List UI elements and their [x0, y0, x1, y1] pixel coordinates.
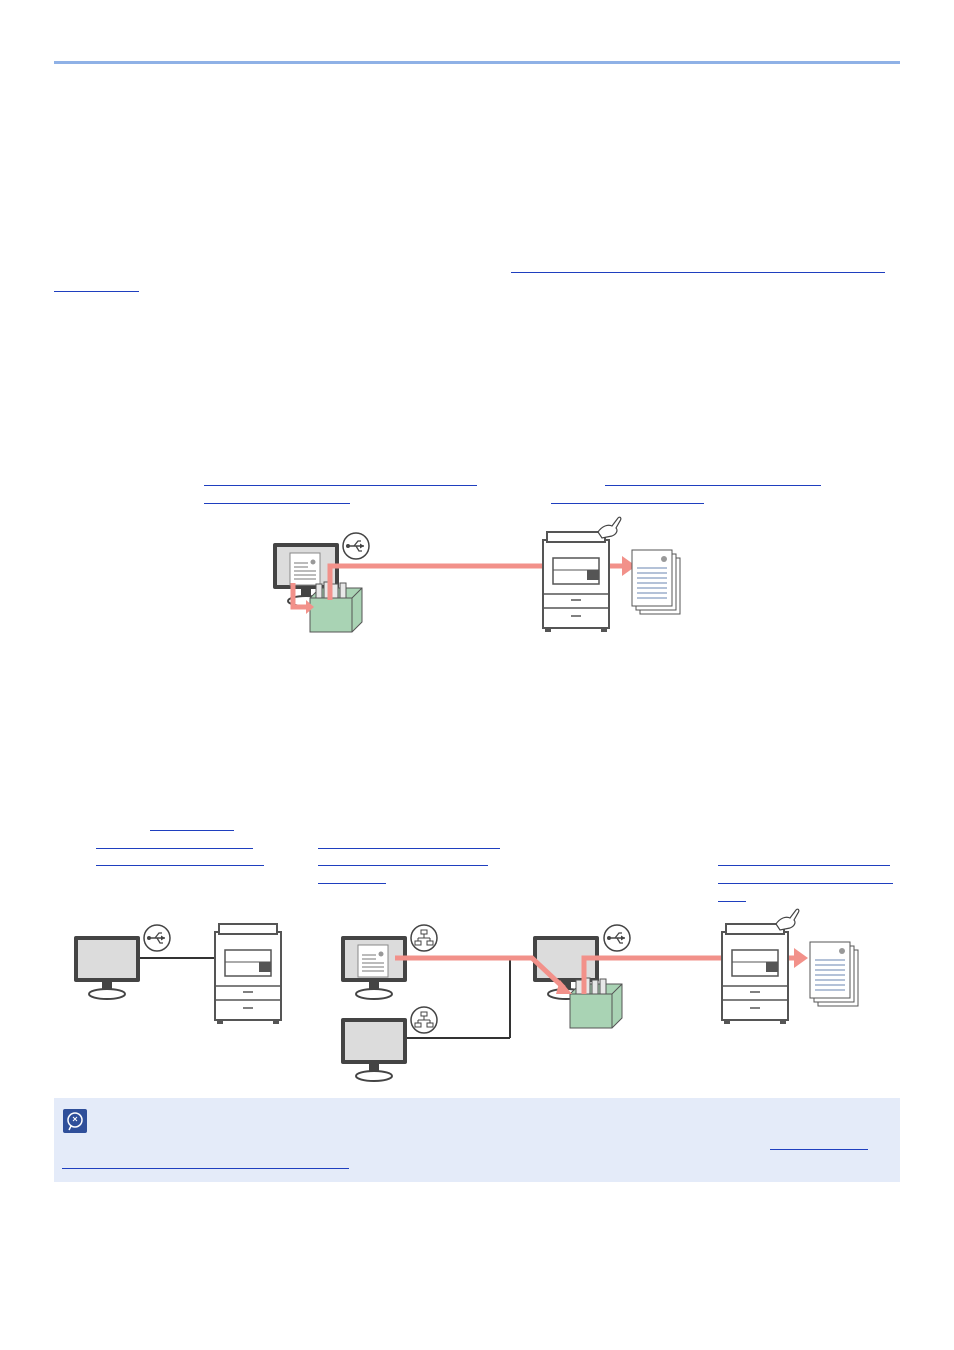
direct-print-diagram [272, 516, 681, 633]
link-underline[interactable] [318, 883, 386, 884]
network-icon [410, 924, 438, 952]
link-underline[interactable] [718, 865, 890, 866]
document-icon [357, 944, 389, 978]
printer-icon [214, 923, 282, 1025]
shared-print-diagram [340, 908, 859, 1082]
printed-pages-icon [809, 941, 859, 1007]
link-underline[interactable] [770, 1149, 868, 1150]
printer-driver-box-icon [309, 581, 363, 633]
link-underline[interactable] [62, 1168, 349, 1169]
link-underline[interactable] [96, 865, 264, 866]
header-rule [54, 61, 900, 64]
note-icon [63, 1109, 87, 1133]
printed-pages-icon [631, 549, 681, 615]
note-box [54, 1098, 900, 1182]
document-icon [289, 552, 321, 586]
printer-icon [721, 923, 789, 1025]
printer-icon [542, 531, 610, 633]
usb-icon [342, 532, 370, 560]
client-computer-icon [340, 1017, 408, 1082]
usb-icon [143, 924, 171, 952]
link-underline[interactable] [204, 503, 350, 504]
link-underline[interactable] [718, 901, 746, 902]
link-underline[interactable] [318, 865, 488, 866]
usb-connection-diagram [73, 923, 282, 1025]
link-underline[interactable] [605, 485, 821, 486]
hand-icon [597, 516, 622, 539]
computer-icon [73, 935, 141, 1000]
link-underline[interactable] [96, 848, 253, 849]
printer-driver-box-icon [569, 977, 623, 1029]
network-icon [410, 1006, 438, 1034]
usb-icon [603, 924, 631, 952]
link-underline[interactable] [150, 830, 234, 831]
link-underline[interactable] [511, 272, 885, 273]
link-underline[interactable] [718, 883, 893, 884]
link-underline[interactable] [204, 485, 477, 486]
link-underline[interactable] [551, 503, 704, 504]
link-underline[interactable] [54, 291, 139, 292]
hand-icon [775, 908, 800, 931]
link-underline[interactable] [318, 848, 500, 849]
